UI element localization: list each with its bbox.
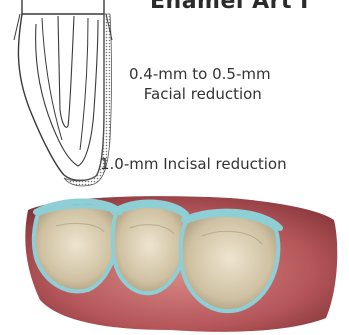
tooth-arch-illustration [0, 0, 349, 335]
